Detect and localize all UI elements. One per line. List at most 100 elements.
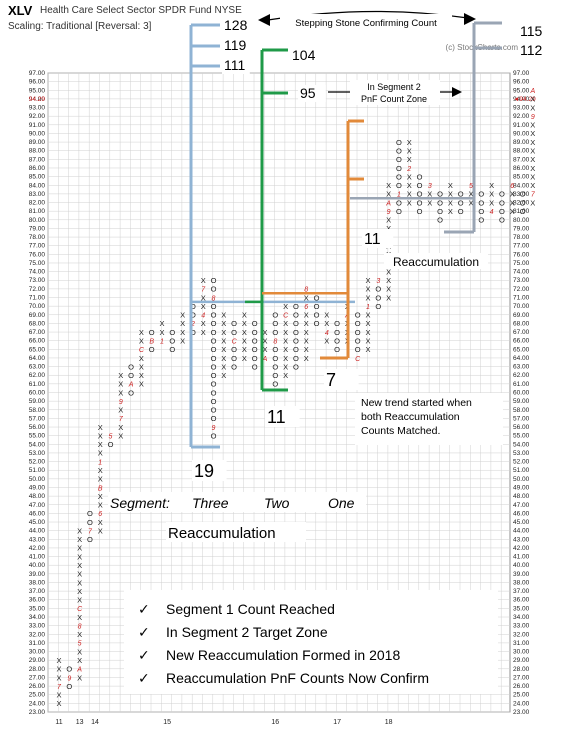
- y-tick-label-left: 48.00: [29, 493, 46, 500]
- pnf-x: 4: [201, 313, 205, 320]
- pnf-x: X: [448, 198, 453, 207]
- pnf-x: X: [530, 103, 535, 112]
- segment2-label-line1: In Segment 2: [367, 82, 421, 92]
- pnf-o: O: [211, 311, 217, 320]
- y-tick-label-right: 41.00: [513, 554, 530, 561]
- pnf-x: X: [365, 345, 370, 354]
- pnf-o: 8: [212, 295, 216, 302]
- pnf-o: O: [211, 362, 217, 371]
- pnf-o: O: [231, 362, 237, 371]
- y-tick-label-left: 42.00: [29, 545, 46, 552]
- y-tick-label-left: 79.00: [29, 225, 46, 232]
- pnf-x: X: [221, 319, 226, 328]
- pnf-o: A: [128, 382, 134, 389]
- y-tick-label-left: 50.00: [29, 476, 46, 483]
- pnf-x: X: [56, 691, 61, 700]
- pnf-x: X: [56, 699, 61, 708]
- pnf-o: O: [231, 354, 237, 363]
- y-tick-label-right: 42.00: [513, 545, 530, 552]
- checklist-item: In Segment 2 Target Zone: [166, 624, 328, 640]
- y-tick-label-right: 53.00: [513, 450, 530, 457]
- pnf-x: X: [262, 345, 267, 354]
- y-tick-label-right: 82.00: [513, 200, 530, 207]
- y-tick-label-left: 34.00: [29, 614, 46, 621]
- pnf-x: X: [489, 190, 494, 199]
- y-tick-label-right: 85.00: [513, 174, 530, 181]
- new-trend-note-line: New trend started when: [361, 397, 472, 409]
- pnf-x: X: [386, 216, 391, 225]
- pnf-o: O: [355, 319, 361, 328]
- pnf-x: X: [304, 328, 309, 337]
- pnf-x: X: [98, 518, 103, 527]
- x-tick-label: 17: [333, 719, 341, 726]
- segment2-label-bg: [350, 80, 440, 105]
- pnf-x: X: [159, 319, 164, 328]
- pnf-o: O: [87, 509, 93, 518]
- pnf-o: O: [190, 328, 196, 337]
- y-tick-label-left: 81.00: [29, 208, 46, 215]
- pnf-o: O: [169, 336, 175, 345]
- pnf-x: 9: [119, 399, 123, 406]
- pnf-x: X: [283, 354, 288, 363]
- count-label-bg: [192, 460, 227, 481]
- segment2-label-line2: PnF Count Zone: [361, 94, 427, 104]
- pnf-x: X: [530, 172, 535, 181]
- y-tick-label-left: 62.00: [29, 372, 46, 379]
- pnf-o: O: [396, 198, 402, 207]
- pnf-o: O: [272, 380, 278, 389]
- pnf-o: O: [66, 665, 72, 674]
- y-tick-label-right: 54.00: [513, 441, 530, 448]
- y-tick-label-right: 50.00: [513, 476, 530, 483]
- pnf-x: X: [386, 181, 391, 190]
- pnf-x: C: [139, 347, 145, 354]
- pnf-x: X: [77, 535, 82, 544]
- y-tick-label-right: 30.00: [513, 649, 530, 656]
- pnf-o: O: [293, 336, 299, 345]
- y-tick-label-left: 64.00: [29, 355, 46, 362]
- y-tick-label-left: 68.00: [29, 320, 46, 327]
- pnf-o: O: [108, 440, 114, 449]
- y-tick-label-left: 59.00: [29, 398, 46, 405]
- pnf-x: A: [76, 667, 82, 674]
- pnf-o: O: [272, 319, 278, 328]
- pnf-x: X: [98, 431, 103, 440]
- pnf-o: O: [417, 181, 423, 190]
- pnf-x: X: [448, 190, 453, 199]
- pnf-x: X: [77, 656, 82, 665]
- y-tick-label-left: 32.00: [29, 631, 46, 638]
- pnf-x: A: [262, 356, 268, 363]
- pnf-x: C: [77, 606, 83, 613]
- y-tick-label-left: 26.00: [29, 683, 46, 690]
- pnf-x: X: [283, 362, 288, 371]
- pnf-x: 5: [78, 641, 82, 648]
- y-tick-label-right: 81.00: [513, 208, 530, 215]
- y-tick-label-right: 45.00: [513, 519, 530, 526]
- pnf-x: X: [365, 276, 370, 285]
- y-tick-label-right: 87.00: [513, 156, 530, 163]
- y-tick-label-right: 74.00: [513, 269, 530, 276]
- y-tick-label-left: 69.00: [29, 312, 46, 319]
- pnf-x: X: [56, 656, 61, 665]
- pnf-o: O: [293, 354, 299, 363]
- pnf-o: O: [396, 138, 402, 147]
- y-tick-label-left: 31.00: [29, 640, 46, 647]
- y-tick-label-left: 57.00: [29, 415, 46, 422]
- pnf-o: O: [355, 336, 361, 345]
- y-tick-label-left: 80.00: [29, 217, 46, 224]
- pnf-o: 3: [376, 278, 380, 285]
- pnf-o: O: [211, 388, 217, 397]
- y-tick-label-right: 68.00: [513, 320, 530, 327]
- segment-three-label: Three: [192, 495, 229, 511]
- pnf-x: X: [180, 336, 185, 345]
- fund-description: Health Care Select Sector SPDR Fund NYSE: [40, 5, 242, 16]
- y-tick-label-right: 65.00: [513, 346, 530, 353]
- count-label-c119: 119: [224, 37, 247, 53]
- pnf-o: O: [231, 328, 237, 337]
- pnf-x: 6: [510, 183, 514, 190]
- pnf-x: X: [304, 336, 309, 345]
- check-icon: ✓: [138, 671, 150, 687]
- pnf-x: X: [242, 319, 247, 328]
- pnf-x: X: [221, 336, 226, 345]
- pnf-x: X: [510, 207, 515, 216]
- pnf-o: O: [334, 319, 340, 328]
